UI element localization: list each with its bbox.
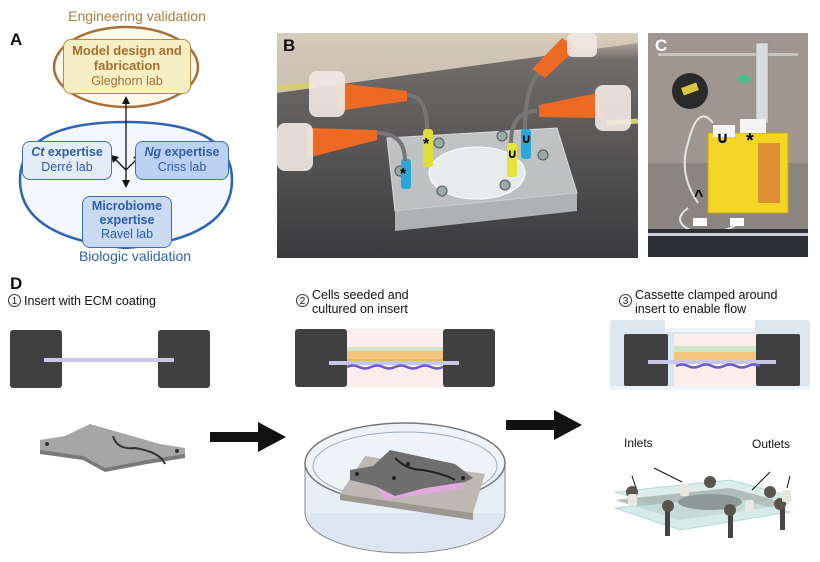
step-2-text-line2: cultured on insert: [312, 302, 408, 316]
panel-b-photo: * * ∪ ∪: [276, 33, 639, 258]
step-3-cross-section: [610, 320, 810, 390]
orange-hub: [307, 128, 377, 158]
cell-layer-bottom: [346, 364, 444, 370]
ng-expertise-text: expertise: [161, 145, 220, 159]
step-1-number: 1: [8, 294, 21, 307]
panel-d-letter: D: [10, 274, 23, 293]
orange-hub: [337, 83, 407, 111]
step-2-cross-section: [295, 329, 495, 387]
inlet-port: [680, 484, 689, 496]
bolt-head: [662, 500, 674, 512]
cell-layer: [343, 351, 447, 359]
marker-asterisk: *: [746, 130, 754, 152]
assembled-cassette-render: [614, 467, 791, 538]
bolt-head: [704, 476, 716, 488]
microbiome-expertise-box: Microbiome expertise Ravel lab: [82, 196, 172, 248]
step-2-number: 2: [296, 294, 309, 307]
marker-cup: ∪: [521, 132, 532, 147]
marker-caret: ^: [694, 188, 703, 205]
marker-asterisk: *: [423, 136, 430, 153]
step-2-text-line1: Cells seeded and: [312, 288, 409, 302]
outlet-port: [782, 490, 791, 502]
bolt-head: [764, 486, 776, 498]
orange-hub: [539, 93, 602, 118]
panel-b-letter: B: [283, 36, 296, 55]
criss-lab-label: Criss lab: [157, 160, 207, 174]
panel-c-photo: ∪ * ^: [648, 33, 808, 257]
step-3-number: 3: [619, 294, 632, 307]
ct-italic: Ct: [31, 145, 45, 159]
ct-expertise-box: Ct expertise Derré lab: [22, 141, 112, 180]
panel-a-letter: A: [10, 30, 23, 49]
step-1-text: Insert with ECM coating: [24, 294, 156, 308]
microbiome-line1: Microbiome: [91, 199, 163, 213]
arrow-head-up: [122, 96, 130, 104]
insert-in-dish: [350, 450, 473, 496]
insert-membrane: [44, 358, 174, 362]
marker-cup: ∪: [716, 128, 729, 147]
marker-asterisk: *: [400, 166, 407, 183]
arrow-2: [506, 410, 582, 440]
insert-membrane: [648, 360, 776, 364]
derre-lab-label: Derré lab: [41, 160, 93, 174]
model-design-line2: fabrication: [93, 58, 161, 73]
gleghorn-lab-label: Gleghorn lab: [91, 74, 163, 88]
ng-expertise-box: Ng expertise Criss lab: [135, 141, 229, 180]
model-design-line1: Model design and: [72, 43, 182, 58]
biologic-validation-title: Biologic validation: [78, 248, 192, 264]
inlet-port: [628, 494, 637, 506]
model-design-box: Model design and fabrication Gleghorn la…: [63, 39, 191, 94]
ravel-lab-label: Ravel lab: [100, 227, 154, 241]
step-3-text-line1: Cassette clamped around: [635, 288, 778, 302]
arrow-head-left: [111, 155, 119, 163]
outlets-callout: Outlets: [752, 437, 791, 451]
engineering-validation-title: Engineering validation: [68, 8, 206, 24]
ct-expertise-text: expertise: [44, 145, 103, 159]
inlets-callout: Inlets: [624, 436, 653, 450]
step-3-text-line2: insert to enable flow: [635, 302, 747, 316]
marker-cup: ∪: [507, 147, 518, 162]
ng-italic: Ng: [144, 145, 162, 159]
insert-channel: [112, 435, 166, 465]
microbiome-line2: expertise: [99, 213, 155, 227]
step-1-cross-section: [10, 330, 210, 388]
panel-c-letter: C: [655, 36, 668, 55]
orange-hub: [532, 38, 577, 78]
petri-dish-render: [304, 422, 506, 554]
insert-membrane: [329, 361, 459, 365]
insert-3d-render: [40, 424, 185, 472]
arrow-head-down: [122, 180, 130, 188]
bolt-head: [724, 504, 736, 516]
arrow-1: [210, 422, 286, 452]
outlet-port: [745, 500, 754, 512]
